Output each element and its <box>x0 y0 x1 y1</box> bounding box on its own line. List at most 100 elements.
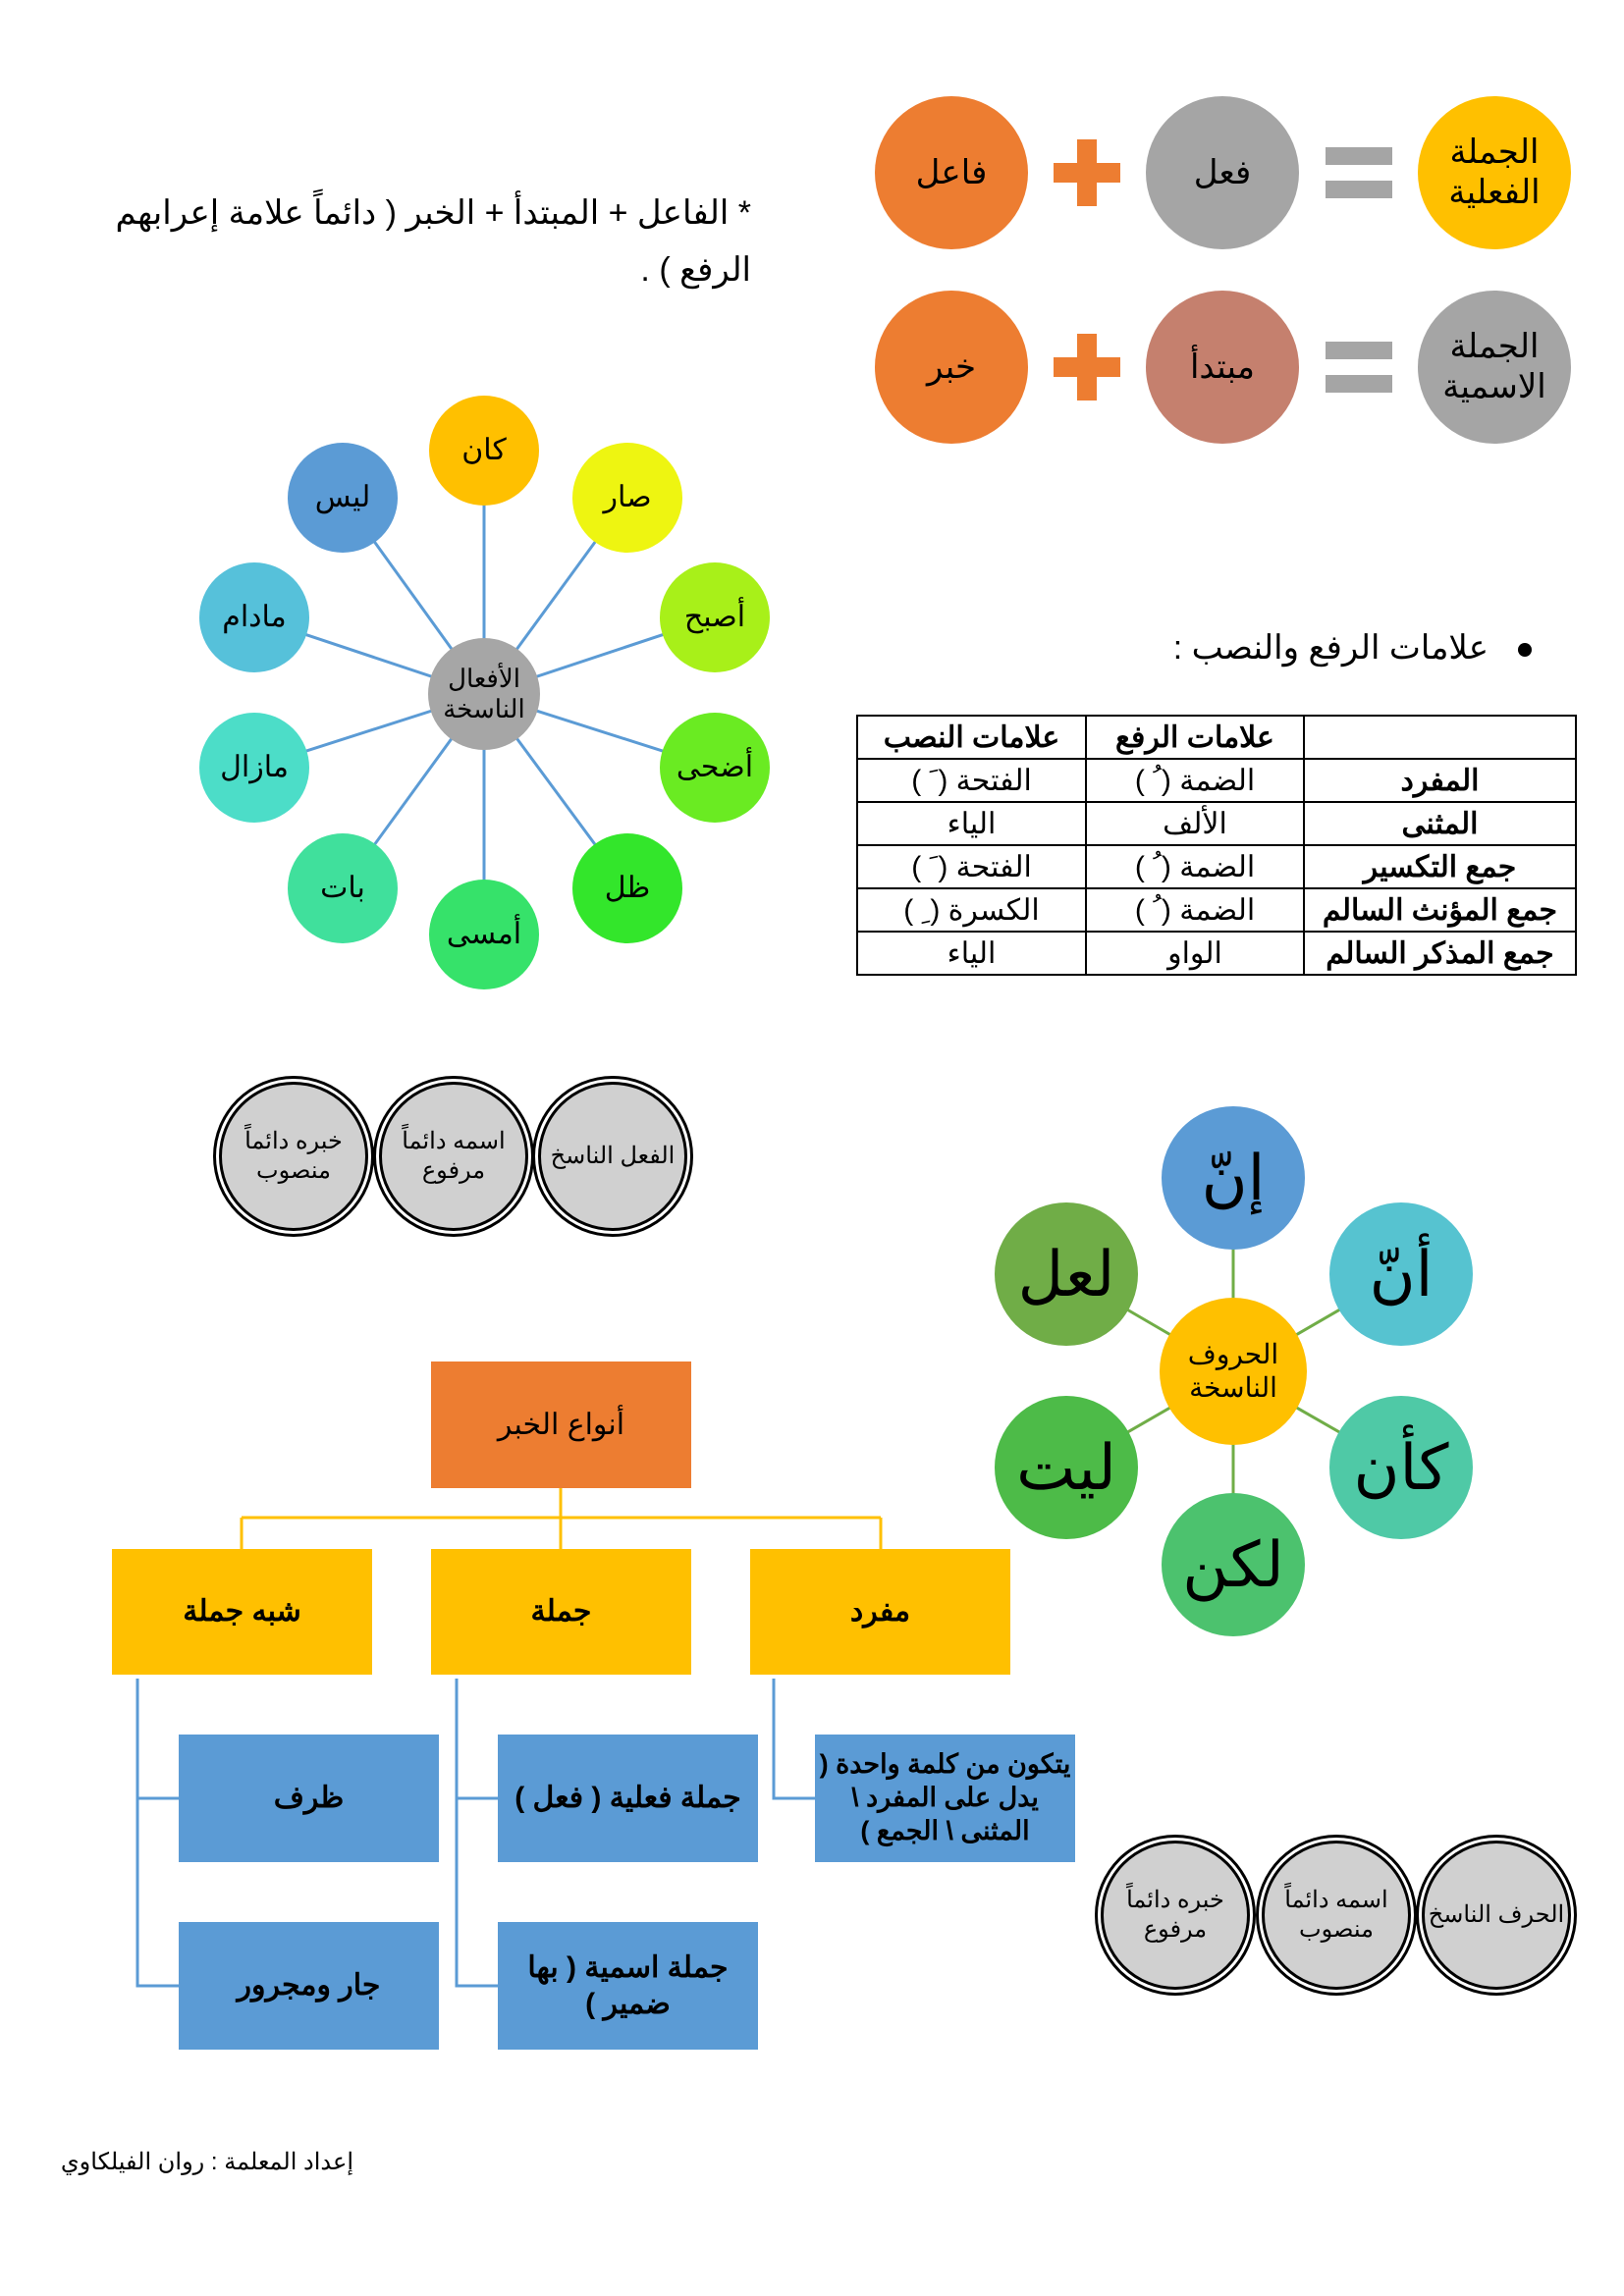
leaf-label: يتكون من كلمة واحدة ( يدل على المفرد \ ا… <box>819 1749 1071 1845</box>
table-header-row: علامات الرفع علامات النصب <box>856 715 1577 760</box>
branch-label: جملة <box>530 1595 592 1629</box>
af3al-item: كان <box>429 396 539 506</box>
bullet-icon <box>1518 643 1532 658</box>
huruf-item: ليت <box>995 1396 1138 1539</box>
table-cell: الفتحة ( َ ) <box>856 844 1087 889</box>
tree-blue-connectors <box>135 1679 815 1988</box>
chain-step-ism: اسمه دائماً منصوب <box>1262 1841 1411 1990</box>
af3al-item-label: مازال <box>220 751 289 783</box>
tree-leaf: جار ومجرور <box>179 1922 439 2050</box>
marks-heading: علامات الرفع والنصب : <box>1080 628 1532 667</box>
verb-circle: فعل <box>1146 96 1299 249</box>
af3al-item: أصبح <box>660 562 770 672</box>
plus-icon-bar <box>1077 334 1097 400</box>
tree-yellow-connectors <box>240 1488 883 1549</box>
verbal-sentence-circle: الجملة الفعلية <box>1418 96 1571 249</box>
huruf-item: إنّ <box>1162 1106 1305 1250</box>
table-cell: جمع التكسير <box>1303 844 1577 889</box>
khabar-label: خبر <box>926 347 977 387</box>
af3al-item-label: ليس <box>314 481 371 513</box>
tree-leaf: يتكون من كلمة واحدة ( يدل على المفرد \ ا… <box>815 1735 1075 1862</box>
subject-circle: فاعل <box>875 96 1028 249</box>
chain-step-label: اسمه دائماً مرفوع <box>402 1128 506 1184</box>
mubtada-circle: مبتدأ <box>1146 291 1299 444</box>
huruf-item: لعل <box>995 1202 1138 1346</box>
table-cell: الضمة ( ُ ) <box>1085 844 1305 889</box>
af3al-item: مازال <box>199 713 309 823</box>
chain-step-label: خبره دائماً مرفوع <box>1126 1887 1224 1943</box>
chain-step-verb: الفعل الناسخ <box>538 1082 687 1231</box>
tree-root-label: أنواع الخبر <box>497 1408 625 1441</box>
af3al-item: ظل <box>572 833 682 943</box>
af3al-item: مادام <box>199 562 309 672</box>
table-cell: الواو <box>1085 931 1305 976</box>
table-cell: الضمة ( ُ ) <box>1085 887 1305 933</box>
tree-root: أنواع الخبر <box>431 1362 691 1488</box>
nominal-sentence-circle: الجملة الاسمية <box>1418 291 1571 444</box>
table-cell: المثنى <box>1303 801 1577 846</box>
table-cell: جمع المؤنث السالم <box>1303 887 1577 933</box>
huruf-item-label: لكن <box>1182 1528 1284 1600</box>
table-cell: الكسرة ( ِ ) <box>856 887 1087 933</box>
af3al-item-label: أمسى <box>446 918 522 950</box>
huruf-hub: الحروف الناسخة <box>1160 1298 1307 1445</box>
plus-icon-bar <box>1077 139 1097 206</box>
tree-branch-shibh-jumla: شبه جملة <box>112 1549 372 1675</box>
table-header: علامات النصب <box>856 715 1087 760</box>
huruf-item-label: ليت <box>1016 1431 1116 1503</box>
table-cell: الفتحة ( َ ) <box>856 758 1087 803</box>
table-cell: الياء <box>856 931 1087 976</box>
leaf-label: جملة فعلية ( فعل ) <box>514 1782 741 1815</box>
raf-note: * الفاعل + المبتدأ + الخبر ( دائماً علام… <box>115 194 751 289</box>
af3al-item-label: كان <box>461 434 507 466</box>
chain-step-label: الفعل الناسخ <box>550 1143 676 1169</box>
chain-step-ism: اسمه دائماً مرفوع <box>379 1082 528 1231</box>
huruf-item-label: إنّ <box>1201 1142 1266 1213</box>
huruf-item: لكن <box>1162 1493 1305 1636</box>
af3al-item: بات <box>288 833 398 943</box>
branch-label: مفرد <box>849 1595 911 1629</box>
branch-label: شبه جملة <box>183 1595 301 1629</box>
leaf-label: ظرف <box>273 1782 345 1815</box>
huruf-item-label: لعل <box>1017 1238 1115 1309</box>
af3al-item-label: صار <box>603 481 652 513</box>
tree-leaf: جملة اسمية ( بها ضمير ) <box>498 1922 758 2050</box>
chain-step-label: خبره دائماً منصوب <box>244 1128 343 1184</box>
tree-leaf: ظرف <box>179 1735 439 1862</box>
table-header <box>1303 715 1577 760</box>
af3al-item-label: أصبح <box>683 601 746 633</box>
af3al-hub: الأفعال الناسخة <box>428 638 540 750</box>
tree-branch-mufrad: مفرد <box>750 1549 1010 1675</box>
verbal-sentence-label: الجملة الفعلية <box>1448 133 1541 212</box>
huruf-hub-label: الحروف الناسخة <box>1187 1339 1279 1403</box>
chain-step-khabar: خبره دائماً منصوب <box>219 1082 368 1231</box>
af3al-item: صار <box>572 443 682 553</box>
leaf-label: جار ومجرور <box>237 1969 381 2002</box>
footer-credit: إعداد المعلمة : روان الفيلكاوي <box>60 2149 353 2175</box>
af3al-item-label: بات <box>320 872 365 904</box>
table-cell: الياء <box>856 801 1087 846</box>
table-cell: المفرد <box>1303 758 1577 803</box>
equals-icon <box>1326 147 1392 165</box>
tree-branch-jumla: جملة <box>431 1549 691 1675</box>
af3al-item: ليس <box>288 443 398 553</box>
chain-step-label: الحرف الناسخ <box>1428 1901 1565 1928</box>
table-header: علامات الرفع <box>1085 715 1305 760</box>
verb-label: فعل <box>1193 152 1252 192</box>
marks-heading-text: علامات الرفع والنصب : <box>1172 629 1489 667</box>
af3al-item-label: ظل <box>604 872 651 904</box>
leaf-label: جملة اسمية ( بها ضمير ) <box>527 1950 729 2021</box>
chain-step-label: اسمه دائماً منصوب <box>1284 1887 1388 1943</box>
huruf-item: كأن <box>1329 1396 1473 1539</box>
af3al-item: أضحى <box>660 713 770 823</box>
table-cell: الألف <box>1085 801 1305 846</box>
table-cell: جمع المذكر السالم <box>1303 931 1577 976</box>
equals-icon-bar <box>1326 181 1392 198</box>
chain-step-harf: الحرف الناسخ <box>1422 1841 1571 1990</box>
af3al-hub-label: الأفعال الناسخة <box>443 663 525 723</box>
huruf-item-label: كأن <box>1353 1431 1449 1503</box>
khabar-circle: خبر <box>875 291 1028 444</box>
